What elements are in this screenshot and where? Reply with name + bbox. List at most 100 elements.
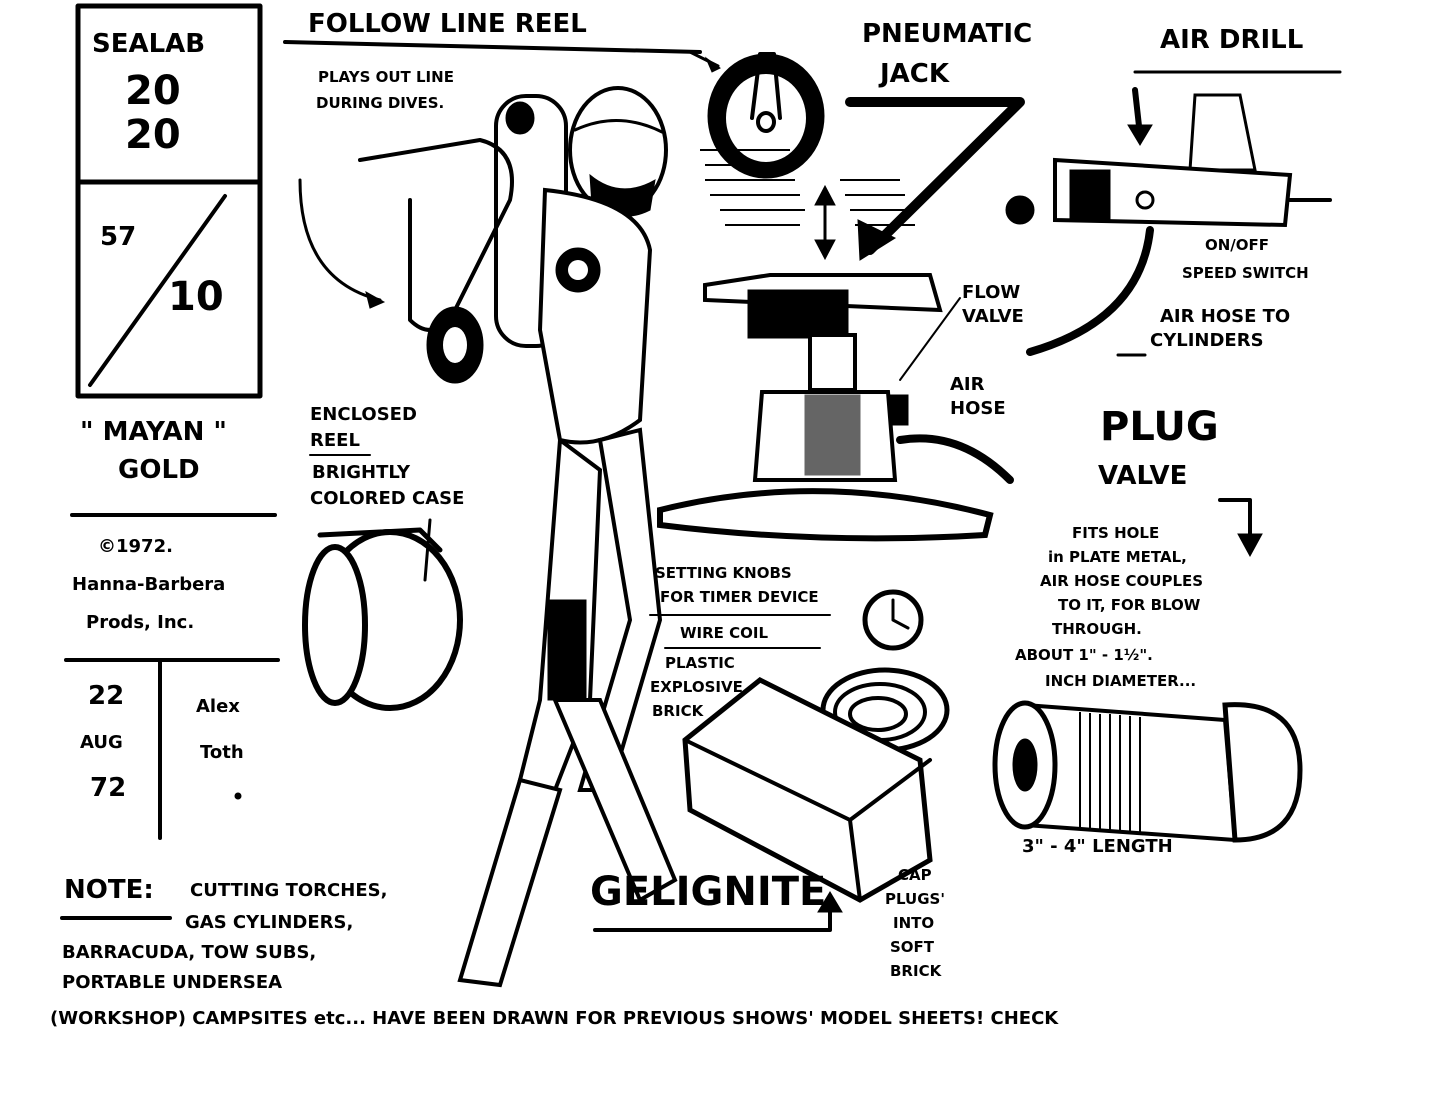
- jack-base: [657, 488, 994, 542]
- show-title-line1: SEALAB: [92, 29, 205, 59]
- air-drill-heading: AIR DRILL: [1160, 25, 1303, 55]
- jack-arrowhead: [857, 219, 897, 261]
- plug-threads: [1079, 712, 1141, 834]
- setting-knobs-label-line2: FOR TIMER DEVICE: [660, 588, 819, 606]
- enclosed-reel-side: [302, 544, 368, 706]
- date-month: AUG: [80, 732, 123, 753]
- jack-column: [808, 333, 857, 392]
- note-line3: BARRACUDA, TOW SUBS,: [62, 942, 316, 963]
- jack-clamp: [747, 289, 849, 339]
- setting-knobs-label-line1: SETTING KNOBS: [655, 564, 792, 582]
- reel-fork: [750, 52, 782, 120]
- copyright-line2: Hanna-Barbera: [72, 574, 225, 595]
- plug-cap: [1222, 702, 1303, 843]
- jack-body-shading: [804, 394, 861, 476]
- flow-valve-label-line2: VALVE: [962, 306, 1024, 327]
- on-off-label-line2: SPEED SWITCH: [1182, 264, 1309, 282]
- flow-pointer: [899, 297, 961, 381]
- follow-line-reel-heading: FOLLOW LINE REEL: [308, 9, 587, 39]
- brick-edges: [683, 738, 932, 902]
- enclosed-pointer: [423, 518, 432, 582]
- explosive-brick-icon: [682, 677, 933, 903]
- reel-wheel-hub: [726, 74, 806, 162]
- episode-number: 57: [100, 222, 136, 252]
- jack-motion-up: [814, 184, 836, 206]
- pneumatic-jack-heading-line2: JACK: [878, 59, 950, 89]
- brightly-label-line1: BRIGHTLY: [312, 462, 411, 483]
- reel-pointer-arrowhead: [365, 291, 386, 309]
- timer-hands: [891, 598, 910, 630]
- plug-desc-line4: TO IT, FOR BLOW: [1058, 596, 1201, 614]
- title-box-border: [75, 3, 263, 399]
- pneumatic-jack-heading-line1: PNEUMATIC: [862, 19, 1032, 49]
- plays-out-line1: PLAYS OUT LINE: [318, 68, 454, 86]
- gelignite-heading: GELIGNITE: [590, 869, 826, 915]
- artist-last: Toth: [200, 742, 244, 763]
- brightly-label-line2: COLORED CASE: [310, 488, 464, 509]
- date-year: 72: [90, 773, 126, 803]
- reel-axle: [756, 111, 776, 133]
- drill-air-hose: [1026, 226, 1154, 356]
- reel-arrowhead: [704, 56, 721, 73]
- right-fin-icon: [551, 698, 678, 903]
- episode-title-line1: " MAYAN ": [80, 417, 227, 447]
- gelignite: SETTING KNOBS FOR TIMER DEVICE WIRE COIL…: [590, 564, 950, 980]
- air-hose-cyl-label-line1: AIR HOSE TO: [1160, 306, 1290, 327]
- plug-desc-line7: INCH DIAMETER...: [1045, 672, 1196, 690]
- pneumatic-jack: PNEUMATIC JACK FLOW VALVE AIR HOSE: [657, 19, 1032, 542]
- regulator-center: [568, 260, 588, 280]
- episode-slash: [88, 194, 227, 387]
- speed-switch-icon: [1135, 190, 1155, 210]
- drill-grip: [1069, 169, 1111, 221]
- wire-coil-center: [848, 696, 908, 732]
- plastic-label-line2: EXPLOSIVE: [650, 678, 743, 696]
- plug-desc-line1: FITS HOLE: [1072, 524, 1159, 542]
- tank-valve: [505, 101, 535, 135]
- plug-desc-line6: ABOUT 1" - 1½".: [1015, 646, 1153, 664]
- plug-cylinder-hole: [1012, 738, 1038, 792]
- jack-arrow: [845, 97, 1025, 255]
- gelignite-arrowhead: [817, 891, 843, 913]
- note-line1: CUTTING TORCHES,: [190, 880, 387, 901]
- wire-coil-label: WIRE COIL: [680, 624, 768, 642]
- episode-fraction-denominator: 10: [168, 274, 224, 320]
- cap-label-line5: BRICK: [890, 962, 943, 980]
- plug-desc-line3: AIR HOSE COUPLES: [1040, 572, 1203, 590]
- note-block: NOTE: CUTTING TORCHES, GAS CYLINDERS, BA…: [50, 875, 1059, 1029]
- plug-valve: PLUG VALVE FITS HOLE in PLATE METAL, AIR…: [992, 404, 1303, 857]
- plug-length-label: 3" - 4" LENGTH: [1022, 836, 1173, 857]
- note-line5: (WORKSHOP) CAMPSITES etc... HAVE BEEN DR…: [50, 1008, 1059, 1029]
- air-hose-label-line2: HOSE: [950, 398, 1006, 419]
- note-heading: NOTE:: [64, 875, 154, 905]
- copyright-line3: Prods, Inc.: [86, 612, 194, 633]
- plug-valve-heading-line2: VALVE: [1098, 461, 1187, 491]
- drill-air-inlet: [1005, 195, 1035, 225]
- enclosed-reel: ENCLOSED REEL BRIGHTLY COLORED CASE: [302, 404, 464, 711]
- date-day: 22: [88, 681, 124, 711]
- drill-body-icon: [1053, 157, 1293, 228]
- gelignite-arrow: [593, 903, 832, 932]
- episode-title-line2: GOLD: [118, 455, 200, 485]
- show-title-line3: 20: [125, 112, 181, 158]
- diver-arm: [358, 138, 514, 332]
- enclosed-reel-label-line2: REEL: [310, 430, 360, 451]
- diver-torso: [537, 187, 653, 445]
- follow-line-reel: FOLLOW LINE REEL PLAYS OUT LINE DURING D…: [283, 9, 825, 179]
- air-hose: [896, 434, 1014, 484]
- air-drill: AIR DRILL ON/OFF SPEED SWITCH AIR HOSE T…: [1005, 25, 1342, 357]
- jack-hatching: [700, 149, 915, 226]
- cap-label-line4: SOFT: [890, 938, 935, 956]
- show-title-line2: 20: [125, 68, 181, 114]
- air-drill-arrowhead: [1127, 124, 1153, 146]
- cap-label-line1: CAP: [898, 866, 932, 884]
- cap-label-line3: INTO: [893, 914, 934, 932]
- plug-desc-line5: THROUGH.: [1052, 620, 1142, 638]
- note-line4: PORTABLE UNDERSEA: [62, 972, 282, 993]
- plug-valve-heading-line1: PLUG: [1100, 404, 1219, 450]
- plastic-label-line3: BRICK: [652, 702, 705, 720]
- jack-motion-down: [814, 239, 836, 261]
- left-fin-icon: [457, 777, 563, 988]
- knee-pad: [547, 599, 587, 701]
- enclosed-reel-label-line1: ENCLOSED: [310, 404, 417, 425]
